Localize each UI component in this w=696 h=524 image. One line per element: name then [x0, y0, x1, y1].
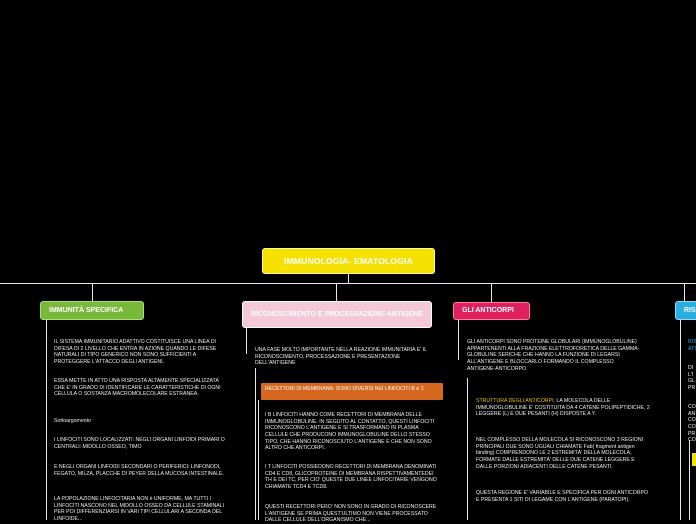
anticorpi-intro[interactable]: GLI ANTICORPI SONO PROTEINE GLOBULARI (I…	[467, 339, 640, 372]
riconoscimento-item[interactable]: QUESTI RECETTORI PERO' NON SONO IN GRADO…	[265, 504, 437, 524]
risposta-item[interactable]: CO AN CO CO PR CO	[688, 404, 696, 444]
risposta-item[interactable]: DI L'I GL PR	[688, 365, 696, 391]
root-topic[interactable]: IMMUNOLOGIA- EMATOLOGIA	[262, 248, 435, 274]
connector	[684, 283, 685, 302]
branch-line	[680, 320, 681, 520]
connector	[491, 283, 492, 302]
anticorpi-item[interactable]: QUESTA REGIONE E' VARIABILE E SPECIFICA …	[476, 490, 649, 503]
connector	[0, 283, 696, 284]
branch-line	[246, 328, 247, 354]
topic-risposta[interactable]: RIS	[675, 301, 696, 320]
connector	[336, 283, 337, 302]
risposta-marker	[692, 453, 696, 466]
branch-line	[255, 368, 256, 520]
topic-immunita-specifica[interactable]: IMMUNITÀ SPECIFICA	[40, 301, 144, 320]
struttura-text: : LA MOLECOLA DELLE IMMUNOGLOBULINE E' C…	[476, 398, 650, 418]
riconoscimento-item[interactable]: I T LINFOCITI POSSIEDONO RECETTORI DI ME…	[265, 464, 437, 490]
branch-line	[258, 400, 259, 520]
struttura-label: STRUTTURA DEGLI ANTICORPI	[476, 398, 554, 404]
topic-anticorpi[interactable]: GLI ANTICORPI	[453, 302, 530, 320]
immunita-item[interactable]: LA POPOLAZIONE LINFOCITARIA NON è UNIFOR…	[54, 496, 225, 522]
anticorpi-item[interactable]: NEL COMPLESSO DELLA MOLECOLA SI RICONOSC…	[476, 437, 644, 470]
topic-riconoscimento[interactable]: RICONOSCIMENTO E PROCESSAZIONE ANTIGENE	[242, 301, 432, 328]
riconoscimento-item[interactable]: I B LINFOCITI HANNO COME RECETTORI DI ME…	[265, 412, 435, 452]
anticorpi-struttura[interactable]: STRUTTURA DEGLI ANTICORPI: LA MOLECOLA D…	[476, 398, 650, 418]
connector	[348, 274, 349, 283]
branch-line	[46, 320, 47, 520]
recettori-node[interactable]: RECETTORI DI MEMBRANA: SONO DIVERSI NEI …	[261, 383, 443, 400]
immunita-item[interactable]: E NEGLI ORGANI LINFOIDI SECONDARI O PERI…	[54, 464, 224, 477]
immunita-subtopic[interactable]: Sottoargomento	[54, 418, 91, 424]
riconoscimento-intro[interactable]: UNA FASE MOLTO IMPORTANTE NELLA REAZIONE…	[255, 347, 427, 367]
branch-line	[458, 320, 459, 360]
connector	[92, 283, 93, 302]
risposta-item[interactable]: RIS ATT	[688, 339, 696, 352]
branch-line	[689, 440, 690, 520]
immunita-item[interactable]: IL SISTEMA IMMUNITARIO ADATTIVO COSTITUI…	[54, 339, 217, 365]
immunita-item[interactable]: ESSA METTE IN ATTO UNA RISPOSTA ALTAMENT…	[54, 378, 221, 398]
branch-line	[467, 378, 468, 520]
immunita-item[interactable]: I LINFOCITI SONO LOCALIZZATI: NEGLI ORGA…	[54, 437, 225, 450]
